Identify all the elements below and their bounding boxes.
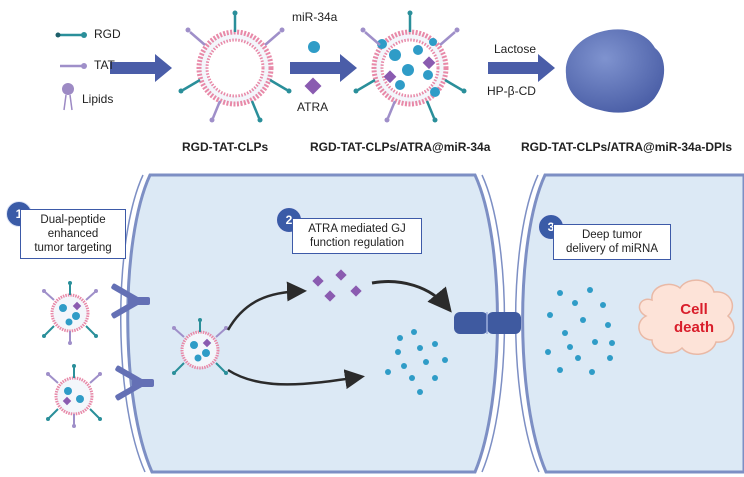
- released-mirna-left: [385, 329, 448, 395]
- step-2-line-1: ATRA mediated GJ: [308, 223, 406, 235]
- product-2-label: RGD-TAT-CLPs/ATRA@miR-34a: [310, 140, 491, 154]
- block-arrow-2: [290, 54, 357, 82]
- gap-junction-channel: [454, 312, 521, 334]
- cell-death-label: Cell death: [660, 301, 728, 337]
- integrin-receptor-2: [115, 365, 154, 401]
- release-arrow-atra: [226, 281, 307, 331]
- atra-molecule-icon: [304, 77, 322, 95]
- step-1-callout: Dual-peptide enhanced tumor targeting: [20, 209, 126, 259]
- legend-tat-label: TAT: [94, 58, 115, 72]
- mirna-particle-icon: [308, 41, 320, 53]
- step-3-line-1: Deep tumor: [581, 229, 643, 241]
- dried-powder-particle: [565, 29, 665, 113]
- hpbcd-step-label: HP-β-CD: [487, 84, 536, 98]
- released-atra-molecules: [312, 269, 362, 302]
- cell-death-cloud: [638, 279, 735, 355]
- extracellular-liposome-1: [42, 281, 98, 345]
- cell-death-line-2: death: [673, 319, 714, 336]
- rgd-peptide-icon: [55, 32, 87, 38]
- extracellular-liposome-2: [46, 364, 102, 428]
- legend-lipids-label: Lipids: [82, 92, 114, 106]
- product-3-label: RGD-TAT-CLPs/ATRA@miR-34a-DPIs: [521, 140, 733, 154]
- tat-peptide-icon: [60, 63, 87, 69]
- lactose-step-label: Lactose: [494, 42, 537, 56]
- step-2-line-2: function regulation: [310, 237, 404, 249]
- release-arrow-mirna: [227, 368, 365, 390]
- legend-rgd-label: RGD: [94, 27, 121, 41]
- product-1-label: RGD-TAT-CLPs: [182, 140, 269, 154]
- lipid-icon: [62, 83, 74, 111]
- delivered-mirna-right: [545, 287, 615, 375]
- step-1-line-2: enhanced: [47, 228, 99, 240]
- mirna-step-label: miR-34a: [292, 10, 338, 24]
- step-3-line-2: delivery of miRNA: [565, 243, 659, 255]
- cell-death-line-1: Cell: [680, 301, 708, 318]
- block-arrow-1: [110, 54, 172, 82]
- internalized-liposome: [172, 318, 228, 375]
- liposome-loaded: [353, 10, 467, 123]
- step-1-line-3: tumor targeting: [34, 242, 112, 254]
- atra-to-gap-junction-arrow: [371, 280, 452, 313]
- step-2-callout: ATRA mediated GJ function regulation: [292, 218, 422, 254]
- liposome-empty: [178, 10, 292, 123]
- integrin-receptor-1: [111, 283, 150, 319]
- step-1-line-1: Dual-peptide: [40, 214, 106, 226]
- atra-step-label: ATRA: [297, 100, 329, 114]
- block-arrow-3: [488, 54, 555, 82]
- step-3-callout: Deep tumor delivery of miRNA: [553, 224, 671, 260]
